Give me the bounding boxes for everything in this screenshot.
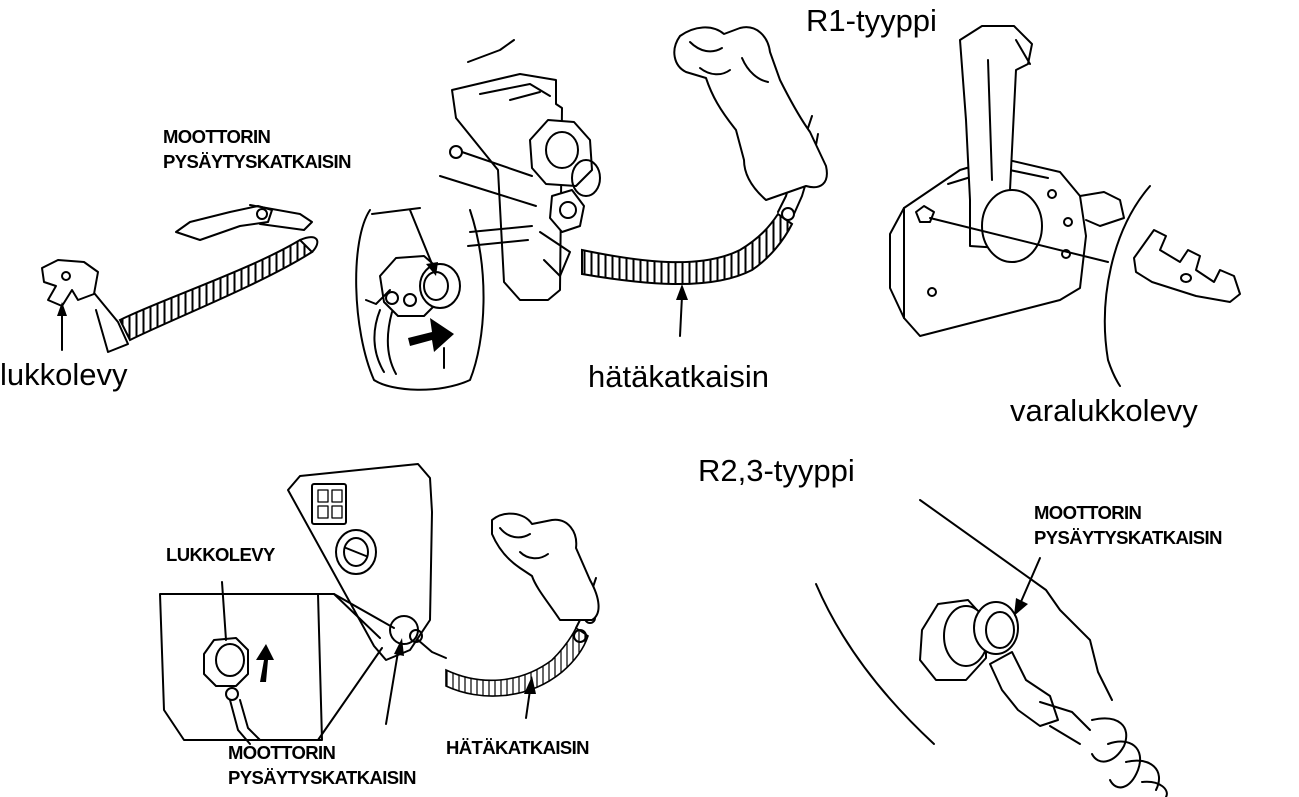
r1-spare-lock-plate-label: varalukkolevy xyxy=(1010,395,1198,426)
lock-plate-lanyard xyxy=(42,205,317,352)
r23-stop-switch-left-line1: MOOTTORIN xyxy=(228,740,416,765)
r23-stop-switch-right-line1: MOOTTORIN xyxy=(1034,500,1222,525)
r1-lock-plate-label: lukkolevy xyxy=(0,359,128,390)
r23-type-title: R2,3-tyyppi xyxy=(698,455,855,486)
r1-control-box-illustration xyxy=(440,27,827,336)
r1-emergency-switch-label: hätäkatkaisin xyxy=(588,361,769,392)
r23-stop-switch-label-right: MOOTTORIN PYSÄYTYSKATKAISIN xyxy=(1034,500,1222,550)
r23-panel-illustration xyxy=(160,464,599,744)
r23-stop-switch-right-line2: PYSÄYTYSKATKAISIN xyxy=(1034,525,1222,550)
r23-lock-plate-label: LUKKOLEVY xyxy=(166,542,275,567)
r1-type-title: R1-tyyppi xyxy=(806,5,937,36)
r1-stop-switch-label: MOOTTORIN PYSÄYTYSKATKAISIN xyxy=(163,124,351,174)
r1-stop-switch-detail xyxy=(356,208,532,390)
r1-stop-switch-label-line2: PYSÄYTYSKATKAISIN xyxy=(163,149,351,174)
r23-stop-switch-label-left: MOOTTORIN PYSÄYTYSKATKAISIN xyxy=(228,740,416,790)
r23-emergency-switch-label: HÄTÄKATKAISIN xyxy=(446,735,589,760)
r23-stop-switch-left-line2: PYSÄYTYSKATKAISIN xyxy=(228,765,416,790)
r1-stop-switch-label-line1: MOOTTORIN xyxy=(163,124,351,149)
r1-side-remote-illustration xyxy=(890,26,1240,386)
